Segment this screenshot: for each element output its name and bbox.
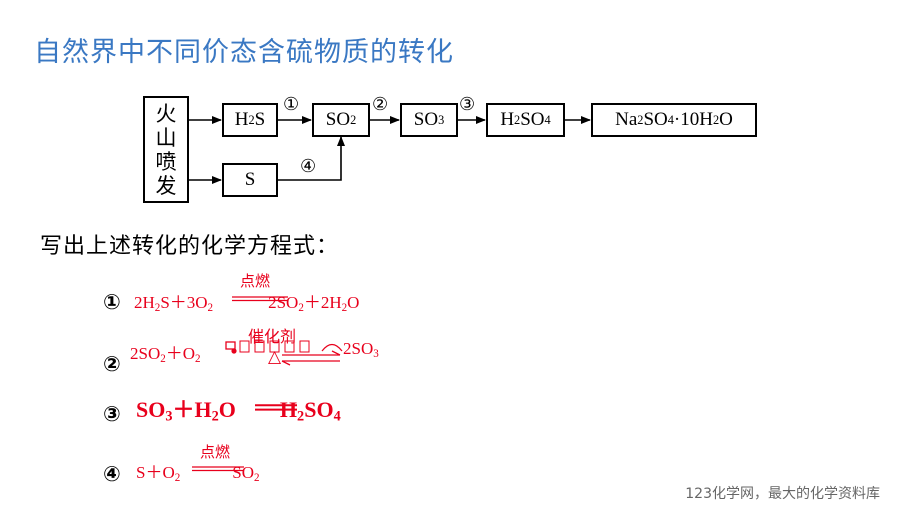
so2-text: SO <box>325 109 351 130</box>
so3-text: SO <box>413 109 439 130</box>
equation-2: 2SO2＋O2 <box>130 339 201 364</box>
h2so4-text-2: SO <box>520 109 545 130</box>
na2so4-text-3: ·10H <box>673 109 713 130</box>
equation-4-condition: 点燃 <box>200 443 231 461</box>
eq3-part: SO <box>136 397 166 422</box>
page-title: 自然界中不同价态含硫物质的转化 <box>34 37 454 68</box>
step-1-label: ① <box>283 94 300 115</box>
instruction-text: 写出上述转化的化学方程式： <box>40 234 340 259</box>
equation-4-equals <box>192 466 244 472</box>
na2so4-text-4: O <box>719 109 733 130</box>
equation-2-reversible-arrows <box>225 340 343 366</box>
eq1-sub: 2 <box>154 301 161 314</box>
volcano-char-4: 发 <box>155 173 177 198</box>
eq2-sub: 3 <box>373 347 379 360</box>
equation-4-number: ④ <box>103 462 121 486</box>
eq2-sub: 2 <box>160 352 166 365</box>
eq2-part: 2SO <box>130 344 161 363</box>
eq4-sub: 2 <box>254 471 260 484</box>
eq1-part: 2SO <box>268 293 299 312</box>
eq1-sub: 2 <box>298 301 304 314</box>
eq2-part: 2SO <box>343 339 374 358</box>
h2s-text-2: S <box>254 109 266 130</box>
h2s-text: H <box>234 109 249 130</box>
eq2-sub: 2 <box>195 352 201 365</box>
step-2-label: ② <box>372 94 389 115</box>
eq3-sub: 3 <box>165 408 173 425</box>
equation-1-condition: 点燃 <box>240 272 271 290</box>
eq1-part: ＋2H <box>303 293 342 312</box>
eq3-sub: 4 <box>333 408 341 425</box>
eq3-sub: 2 <box>211 408 219 425</box>
equation-1-equals <box>232 296 288 302</box>
equation-3-number: ③ <box>103 402 121 426</box>
equation-2-condition-bottom: △ <box>268 347 282 367</box>
s-box: S <box>222 163 278 197</box>
volcano-char-1: 火 <box>155 101 177 126</box>
volcano-box: 火 山 喷 发 <box>143 96 189 203</box>
equation-3-equals <box>255 404 297 411</box>
volcano-char-2: 山 <box>155 125 177 150</box>
na2so4-text-2: SO <box>643 109 668 130</box>
eq1-sub: 2 <box>207 301 214 314</box>
equation-1-number: ① <box>103 290 121 314</box>
s-text: S <box>244 169 256 190</box>
h2so4-text: H <box>500 109 515 130</box>
eq4-part: S＋O <box>136 463 175 482</box>
eq3-part: SO <box>304 397 334 422</box>
eq1-sub: 2 <box>341 301 348 314</box>
eq2-part: ＋O <box>165 344 196 363</box>
step-4-label: ④ <box>300 156 317 177</box>
eq1-part: 2H <box>134 293 155 312</box>
equation-2-number: ② <box>103 352 121 376</box>
step-3-label: ③ <box>459 94 476 115</box>
volcano-char-3: 喷 <box>155 149 177 174</box>
eq4-sub: 2 <box>174 471 181 484</box>
equation-2-product: 2SO3 <box>343 339 379 359</box>
eq1-part: O <box>347 293 360 312</box>
footer-watermark: 123化学网，最大的化学资料库 <box>685 486 880 502</box>
eq4-part: SO <box>232 463 254 482</box>
eq1-part: S＋3O <box>160 293 208 312</box>
eq3-part: ＋H <box>172 397 212 422</box>
eq3-sub: 2 <box>297 408 305 425</box>
na2so4-text: Na <box>615 109 638 130</box>
eq3-part: O <box>218 397 236 422</box>
